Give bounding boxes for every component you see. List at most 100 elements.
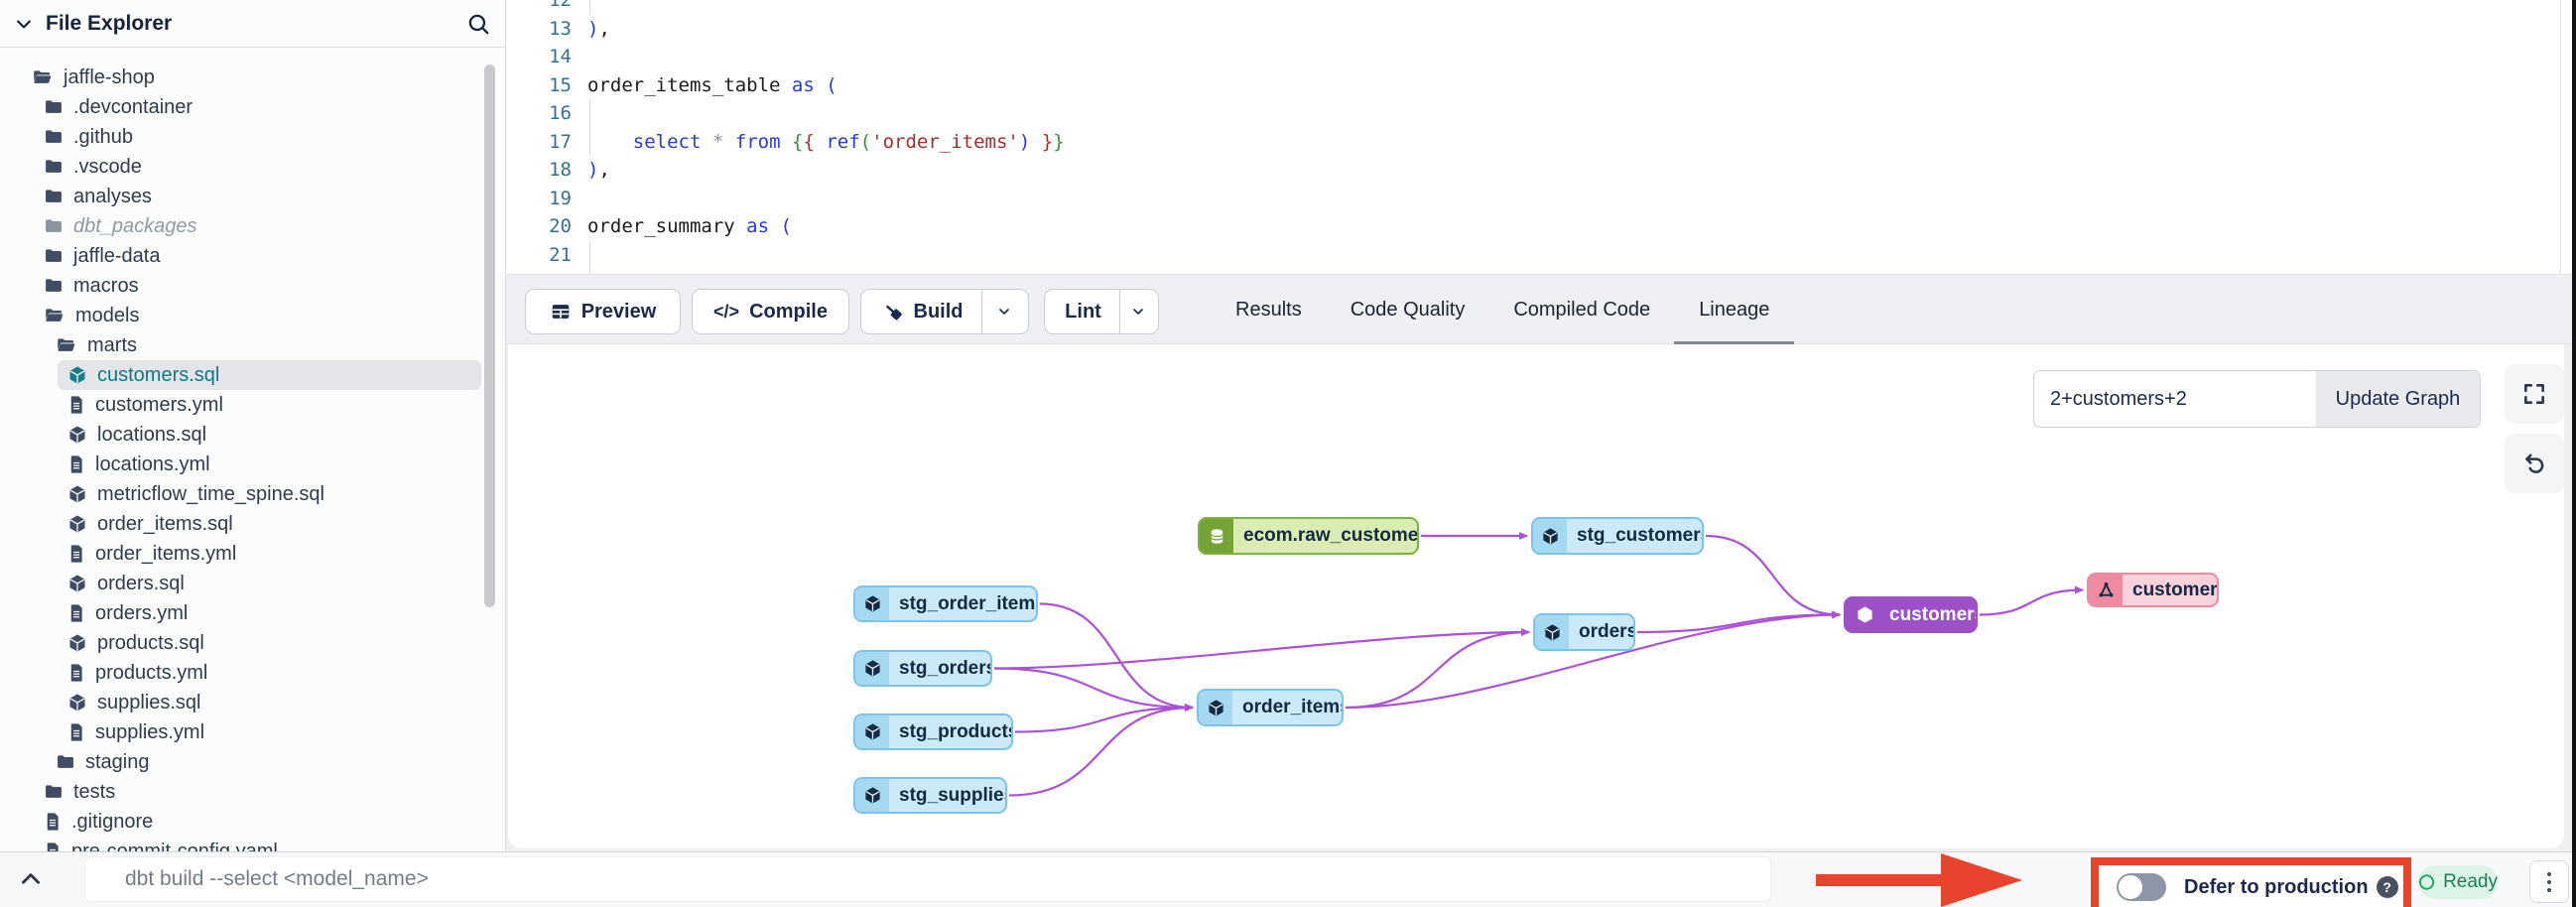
tree-item--devcontainer[interactable]: .devcontainer — [0, 92, 505, 122]
tree-item-macros[interactable]: macros — [0, 271, 505, 301]
line-code: select * from {{ ref('order_items') }} — [587, 127, 2576, 156]
tree-item-label: marts — [87, 333, 137, 356]
tree-item-jaffle-data[interactable]: jaffle-data — [0, 241, 505, 271]
yaml-icon — [67, 722, 85, 742]
tree-item-order-items-yml[interactable]: order_items.yml — [0, 539, 505, 569]
lint-button-group: Lint — [1044, 289, 1159, 334]
lineage-node-order_items[interactable]: order_items — [1197, 689, 1344, 726]
lineage-node-orders[interactable]: orders — [1533, 613, 1635, 651]
tree-item-products-sql[interactable]: products.sql — [0, 628, 505, 658]
tree-item--gitignore[interactable]: .gitignore — [0, 807, 505, 837]
tree-item--vscode[interactable]: .vscode — [0, 152, 505, 182]
tree-item-label: tests — [73, 780, 116, 803]
tree-item-marts[interactable]: marts — [0, 330, 505, 360]
lineage-node-stg_products[interactable]: stg_products — [853, 713, 1013, 750]
lineage-canvas[interactable] — [508, 344, 2564, 848]
tree-item-label: orders.yml — [95, 601, 189, 624]
tree-item-customers-yml[interactable]: customers.yml — [0, 390, 505, 420]
tree-item-label: pre-commit-config.yaml — [71, 840, 278, 852]
node-label: stg_order_items — [899, 592, 1038, 614]
lineage-selector-input[interactable]: 2+customers+2 — [2033, 370, 2317, 428]
fullscreen-button[interactable] — [2505, 364, 2564, 424]
lineage-node-stg_orders[interactable]: stg_orders — [853, 650, 992, 687]
code-line: 18), — [506, 156, 2576, 185]
folder-icon — [44, 246, 64, 266]
tree-item-label: customers.sql — [97, 363, 220, 386]
tree-item-label: macros — [73, 274, 139, 297]
tab-compiled-code[interactable]: Compiled Code — [1513, 298, 1651, 321]
tree-item-orders-sql[interactable]: orders.sql — [0, 569, 505, 598]
reset-view-button[interactable] — [2505, 434, 2564, 493]
defer-to-production-toggle[interactable] — [2117, 873, 2166, 901]
preview-button[interactable]: Preview — [525, 289, 681, 334]
lineage-node-stg_supplies[interactable]: stg_supplies — [853, 777, 1007, 814]
compile-label: Compile — [749, 300, 828, 323]
tree-item-products-yml[interactable]: products.yml — [0, 658, 505, 688]
tree-item-dbt-packages[interactable]: dbt_packages — [0, 211, 505, 241]
tree-item-orders-yml[interactable]: orders.yml — [0, 598, 505, 628]
tree-item-supplies-sql[interactable]: supplies.sql — [0, 688, 505, 717]
tree-item-locations-sql[interactable]: locations.sql — [0, 420, 505, 450]
editor-scrollbar-track[interactable] — [2560, 0, 2561, 275]
tree-item-locations-yml[interactable]: locations.yml — [0, 450, 505, 479]
lineage-node-stg_customers[interactable]: stg_customers — [1531, 517, 1704, 555]
chevron-up-icon[interactable] — [18, 866, 44, 897]
ready-circle-icon — [2418, 874, 2435, 890]
tree-item-label: staging — [85, 750, 150, 773]
command-input[interactable] — [84, 856, 1771, 902]
tree-item-analyses[interactable]: analyses — [0, 182, 505, 211]
sidebar-scrollbar[interactable] — [484, 65, 495, 607]
search-icon[interactable] — [465, 11, 491, 37]
tab-code-quality[interactable]: Code Quality — [1350, 298, 1466, 321]
tree-item-pre-commit-config-yaml[interactable]: pre-commit-config.yaml — [0, 837, 505, 851]
tree-item-label: supplies.sql — [97, 691, 201, 713]
tree-item-supplies-yml[interactable]: supplies.yml — [0, 717, 505, 747]
annotation-arrow-head — [1941, 853, 2022, 907]
build-button[interactable]: Build — [864, 290, 981, 333]
line-number: 19 — [549, 187, 572, 209]
compile-button[interactable]: </> Compile — [692, 289, 849, 334]
lineage-node-stg_order_items[interactable]: stg_order_items — [853, 585, 1038, 622]
model-icon — [67, 365, 87, 385]
lineage-node-customers_exposure[interactable]: customers — [2087, 573, 2219, 607]
code-line: 13), — [506, 15, 2576, 44]
build-button-group: Build — [860, 289, 1029, 334]
tree-item-customers-sql[interactable]: customers.sql — [58, 360, 481, 390]
chevron-down-icon[interactable] — [14, 14, 34, 34]
code-line: 14 — [506, 43, 2576, 71]
tab-lineage[interactable]: Lineage — [1674, 275, 1795, 344]
node-label: order_items — [1242, 697, 1344, 717]
tree-item-staging[interactable]: staging — [0, 747, 505, 777]
line-code: order_items_table as ( — [587, 73, 837, 96]
tree-item-order-items-sql[interactable]: order_items.sql — [0, 509, 505, 539]
line-code — [587, 0, 2576, 15]
tree-item-models[interactable]: models — [0, 301, 505, 330]
line-number: 17 — [549, 130, 572, 153]
lineage-node-ecom_raw_customers[interactable]: ecom.raw_customers — [1198, 517, 1419, 555]
update-graph-button[interactable]: Update Graph — [2316, 370, 2481, 428]
tree-item-label: metricflow_time_spine.sql — [97, 482, 324, 505]
toggle-knob — [2119, 875, 2142, 899]
build-dropdown-chevron-icon[interactable] — [980, 290, 1026, 333]
yaml-icon — [67, 395, 85, 415]
yaml-icon — [44, 842, 62, 851]
help-icon[interactable]: ? — [2376, 876, 2398, 898]
lint-dropdown-chevron-icon[interactable] — [1118, 290, 1156, 333]
tree-item--github[interactable]: .github — [0, 122, 505, 152]
tab-results[interactable]: Results — [1235, 298, 1302, 321]
tree-item-tests[interactable]: tests — [0, 777, 505, 807]
line-code — [587, 185, 2576, 213]
lint-button[interactable]: Lint — [1047, 290, 1119, 333]
kebab-menu-button[interactable] — [2529, 860, 2569, 903]
line-number: 12 — [549, 0, 572, 11]
tree-item-jaffle-shop[interactable]: jaffle-shop — [0, 63, 505, 92]
lineage-node-customers[interactable]: customers — [1844, 596, 1978, 633]
line-code: ), — [587, 17, 610, 40]
build-label: Build — [913, 300, 964, 323]
tree-item-metricflow-time-spine-sql[interactable]: metricflow_time_spine.sql — [0, 479, 505, 509]
yaml-icon — [67, 544, 85, 564]
folder-open-icon — [44, 306, 65, 325]
